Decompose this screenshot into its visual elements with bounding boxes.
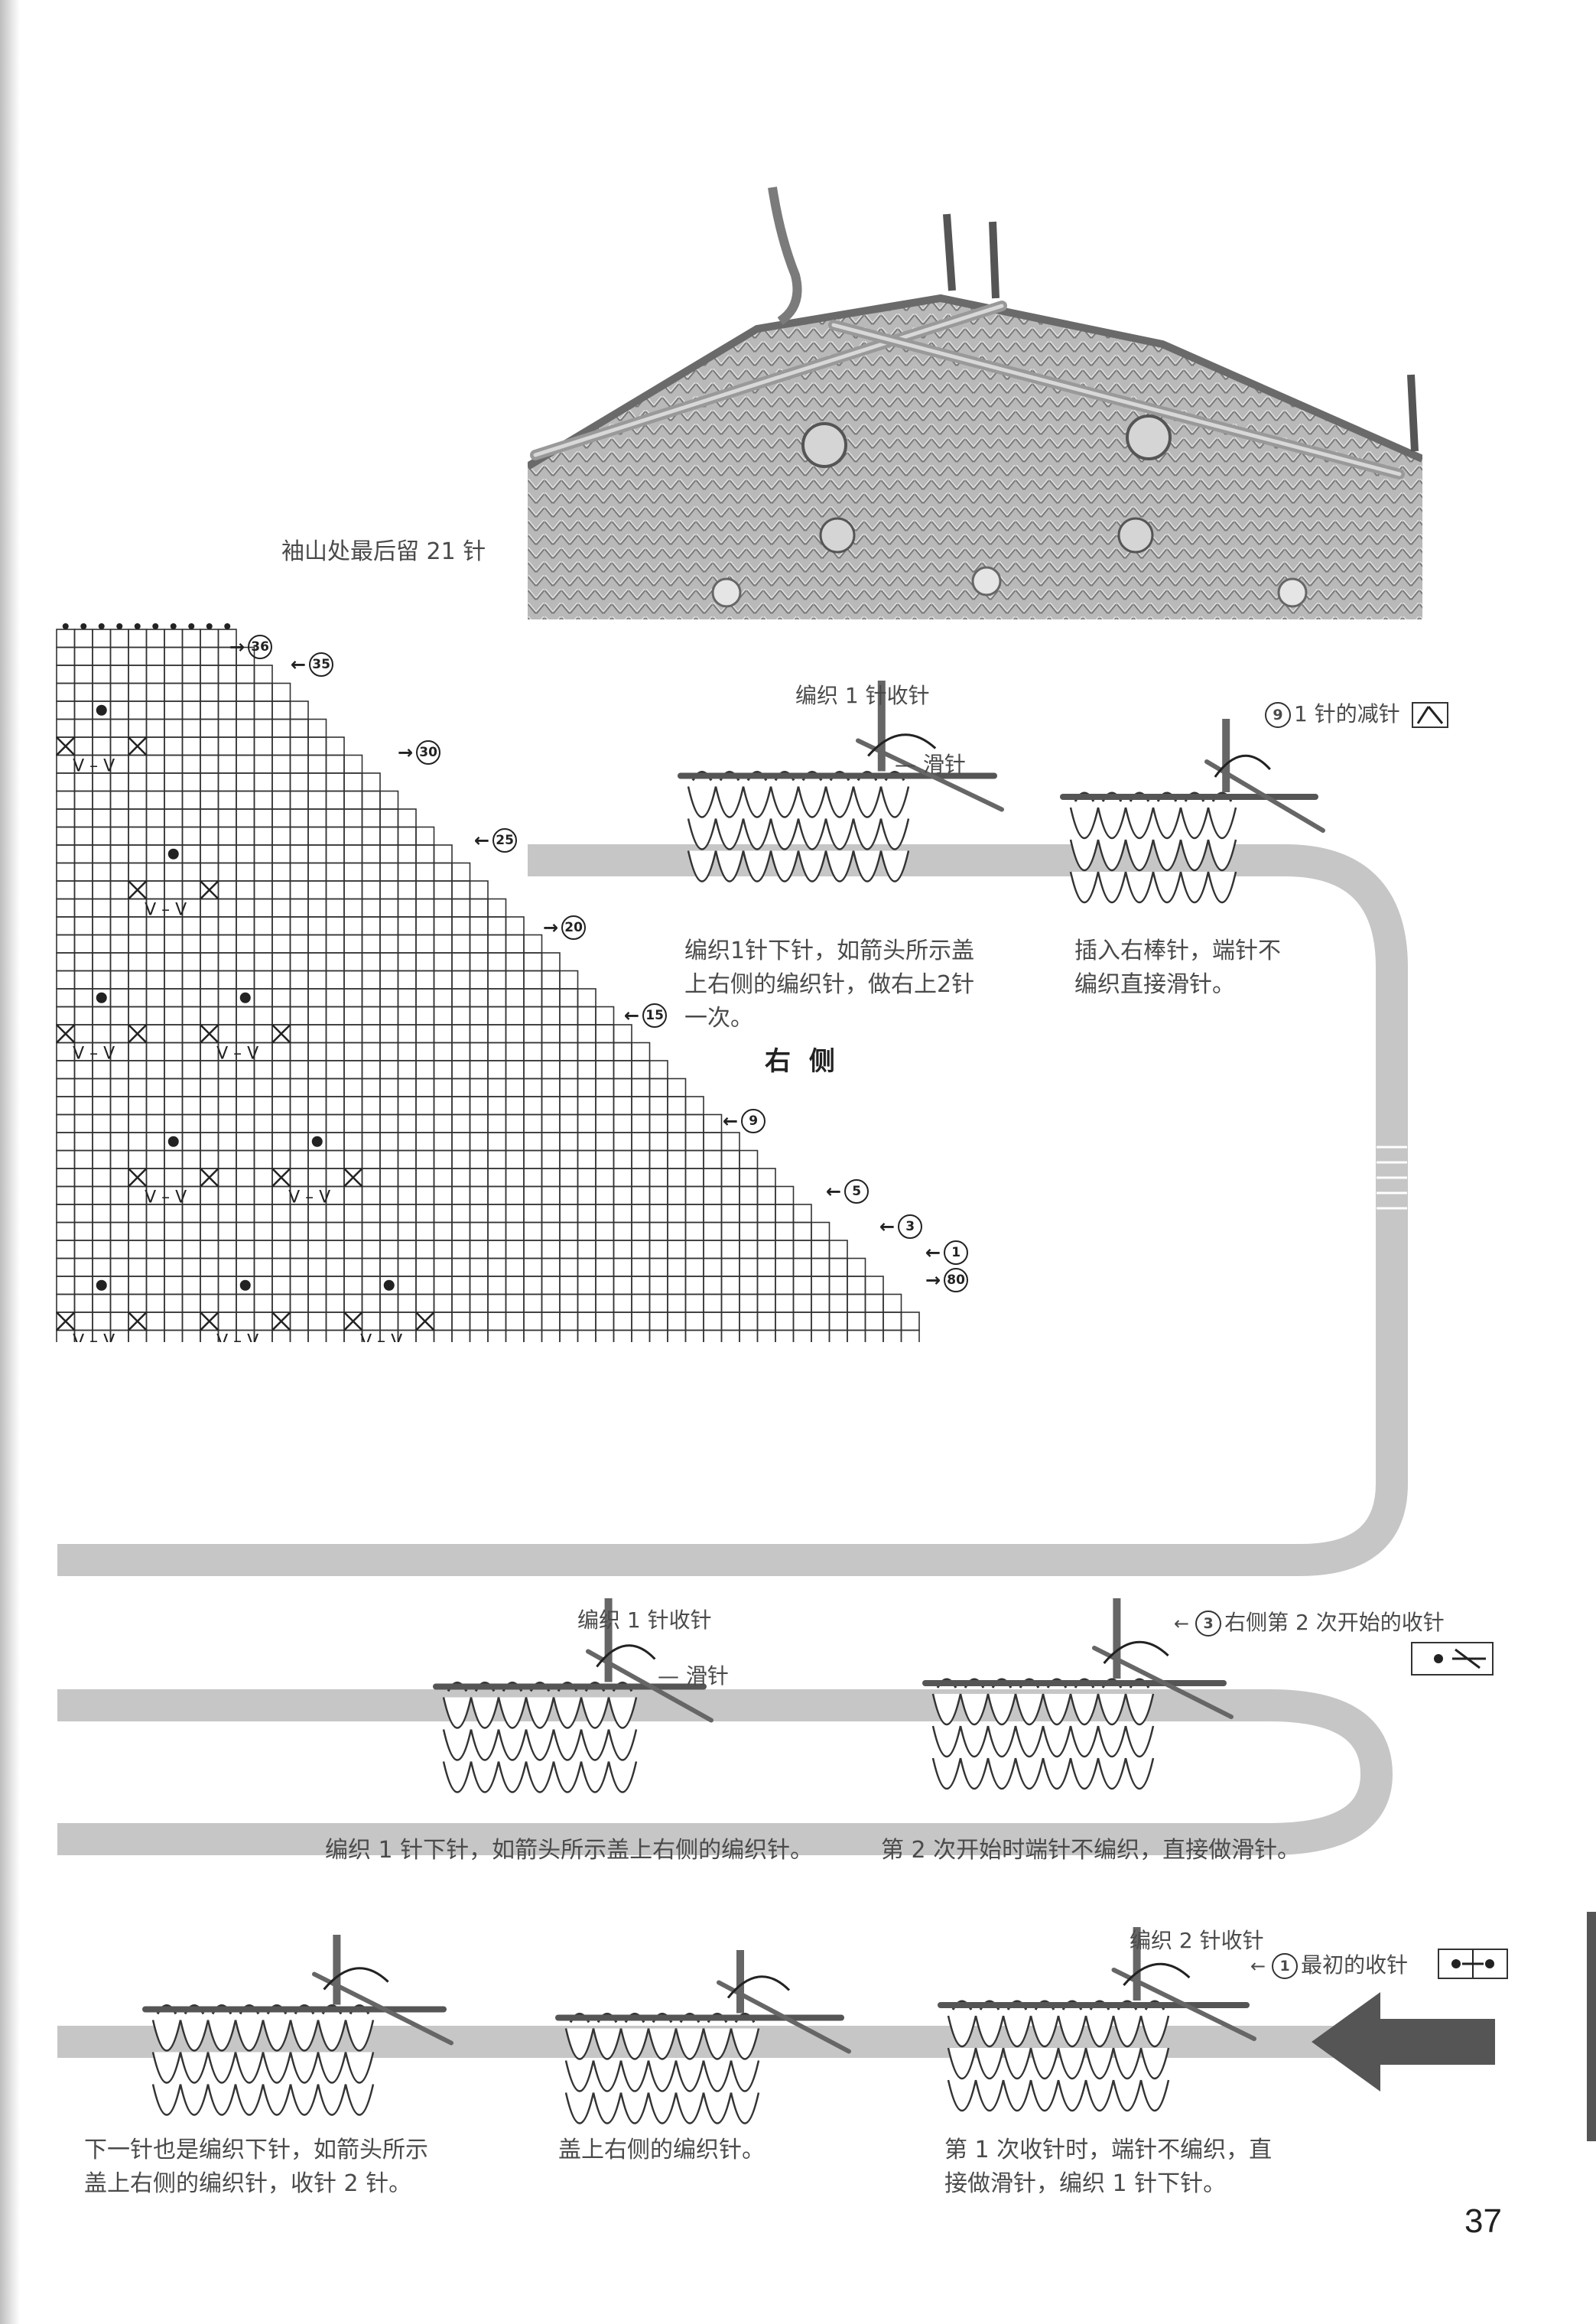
first-bind-off-symbol-icon [1438,1949,1508,1979]
bind-off-symbol-icon [1411,1642,1494,1676]
illustration-bot-3 [933,1919,1262,2134]
photo-caption: 袖山处最后留 21 针 [281,538,486,565]
mid-step2-caption: 第 2 次开始时端针不编织，直接做滑针。 [881,1837,1301,1864]
row-marker-3: ←3 [879,1214,923,1239]
chart-side-label: 右 侧 [765,1046,840,1077]
bottom-step1-caption: 下一针也是编织下针，如箭头所示 盖上右侧的编织针，收针 2 针。 [84,2137,428,2197]
row-marker-15: ←15 [624,1003,668,1028]
row-marker-20: →20 [543,915,587,940]
top-step2-caption: 插入右棒针，端针不 编织直接滑针。 [1074,938,1281,998]
page-edge-shadow [0,0,20,2324]
direction-arrow-icon [1312,1992,1495,2092]
svg-text:V – V: V – V [145,1188,187,1208]
svg-text:V – V: V – V [216,1045,258,1064]
row-marker-80: →80 [925,1268,969,1292]
top-step1-caption: 编织1针下针，如箭头所示盖 上右侧的编织针，做右上2针 一次。 [684,938,975,1032]
step-number-circle-mid: 3 [1195,1611,1222,1637]
illustration-mid-2 [918,1591,1239,1820]
page-number: 37 [1464,2202,1502,2240]
illustration-bot-1 [138,1927,459,2134]
step-number-circle: 9 [1265,702,1291,728]
slip-label-text: 滑针 [922,752,966,777]
illustration-top-1 [673,673,1009,925]
illustration-mid-1 [428,1591,719,1828]
svg-text:V – V: V – V [73,757,115,776]
row-marker-5: ←5 [826,1179,870,1204]
bottom-step2-caption: 盖上右侧的编织针。 [558,2137,765,2163]
bottom-step3-title: 编织 2 针收针 [1130,1928,1264,1953]
mid-step1-title: 编织 1 针收针 [577,1607,712,1633]
illustration-bot-2 [551,1942,857,2134]
page-edge-shadow-right [1587,1912,1596,2141]
top-step2-label-text: 1 针的减针 [1294,701,1400,726]
sleeve-cap-photo [525,176,1425,619]
top-step1-slip-label: — 滑针 [895,752,966,777]
bottom-step3-label-text: 最初的收针 [1301,1952,1409,1978]
mid-step2-label-text: 右侧第 2 次开始的收针 [1224,1610,1445,1635]
row-marker-35: ←35 [291,652,334,677]
decrease-symbol-icon [1411,702,1448,728]
svg-text:V – V: V – V [288,1188,330,1208]
row-marker-30: →30 [398,740,441,765]
row-marker-36: →36 [229,635,273,659]
illustration-top-2 [1055,711,1331,925]
mid-step1-caption: 编织 1 针下针，如箭头所示盖上右侧的编织针。 [325,1837,814,1864]
row-marker-1: ←1 [925,1240,969,1265]
top-step1-title: 编织 1 针收针 [795,683,930,708]
step-number-circle-bottom: 1 [1272,1953,1299,1979]
mid-step1-slip-label: — 滑针 [658,1663,729,1689]
svg-text:V – V: V – V [145,901,187,920]
slip-label-text-mid: 滑针 [685,1663,729,1689]
svg-text:V – V: V – V [73,1045,115,1064]
row-marker-9: ←9 [723,1109,766,1133]
bottom-step3-caption: 第 1 次收针时，端针不编织，直 接做滑针，编织 1 针下针。 [944,2137,1273,2197]
row-marker-25: ←25 [474,828,518,853]
